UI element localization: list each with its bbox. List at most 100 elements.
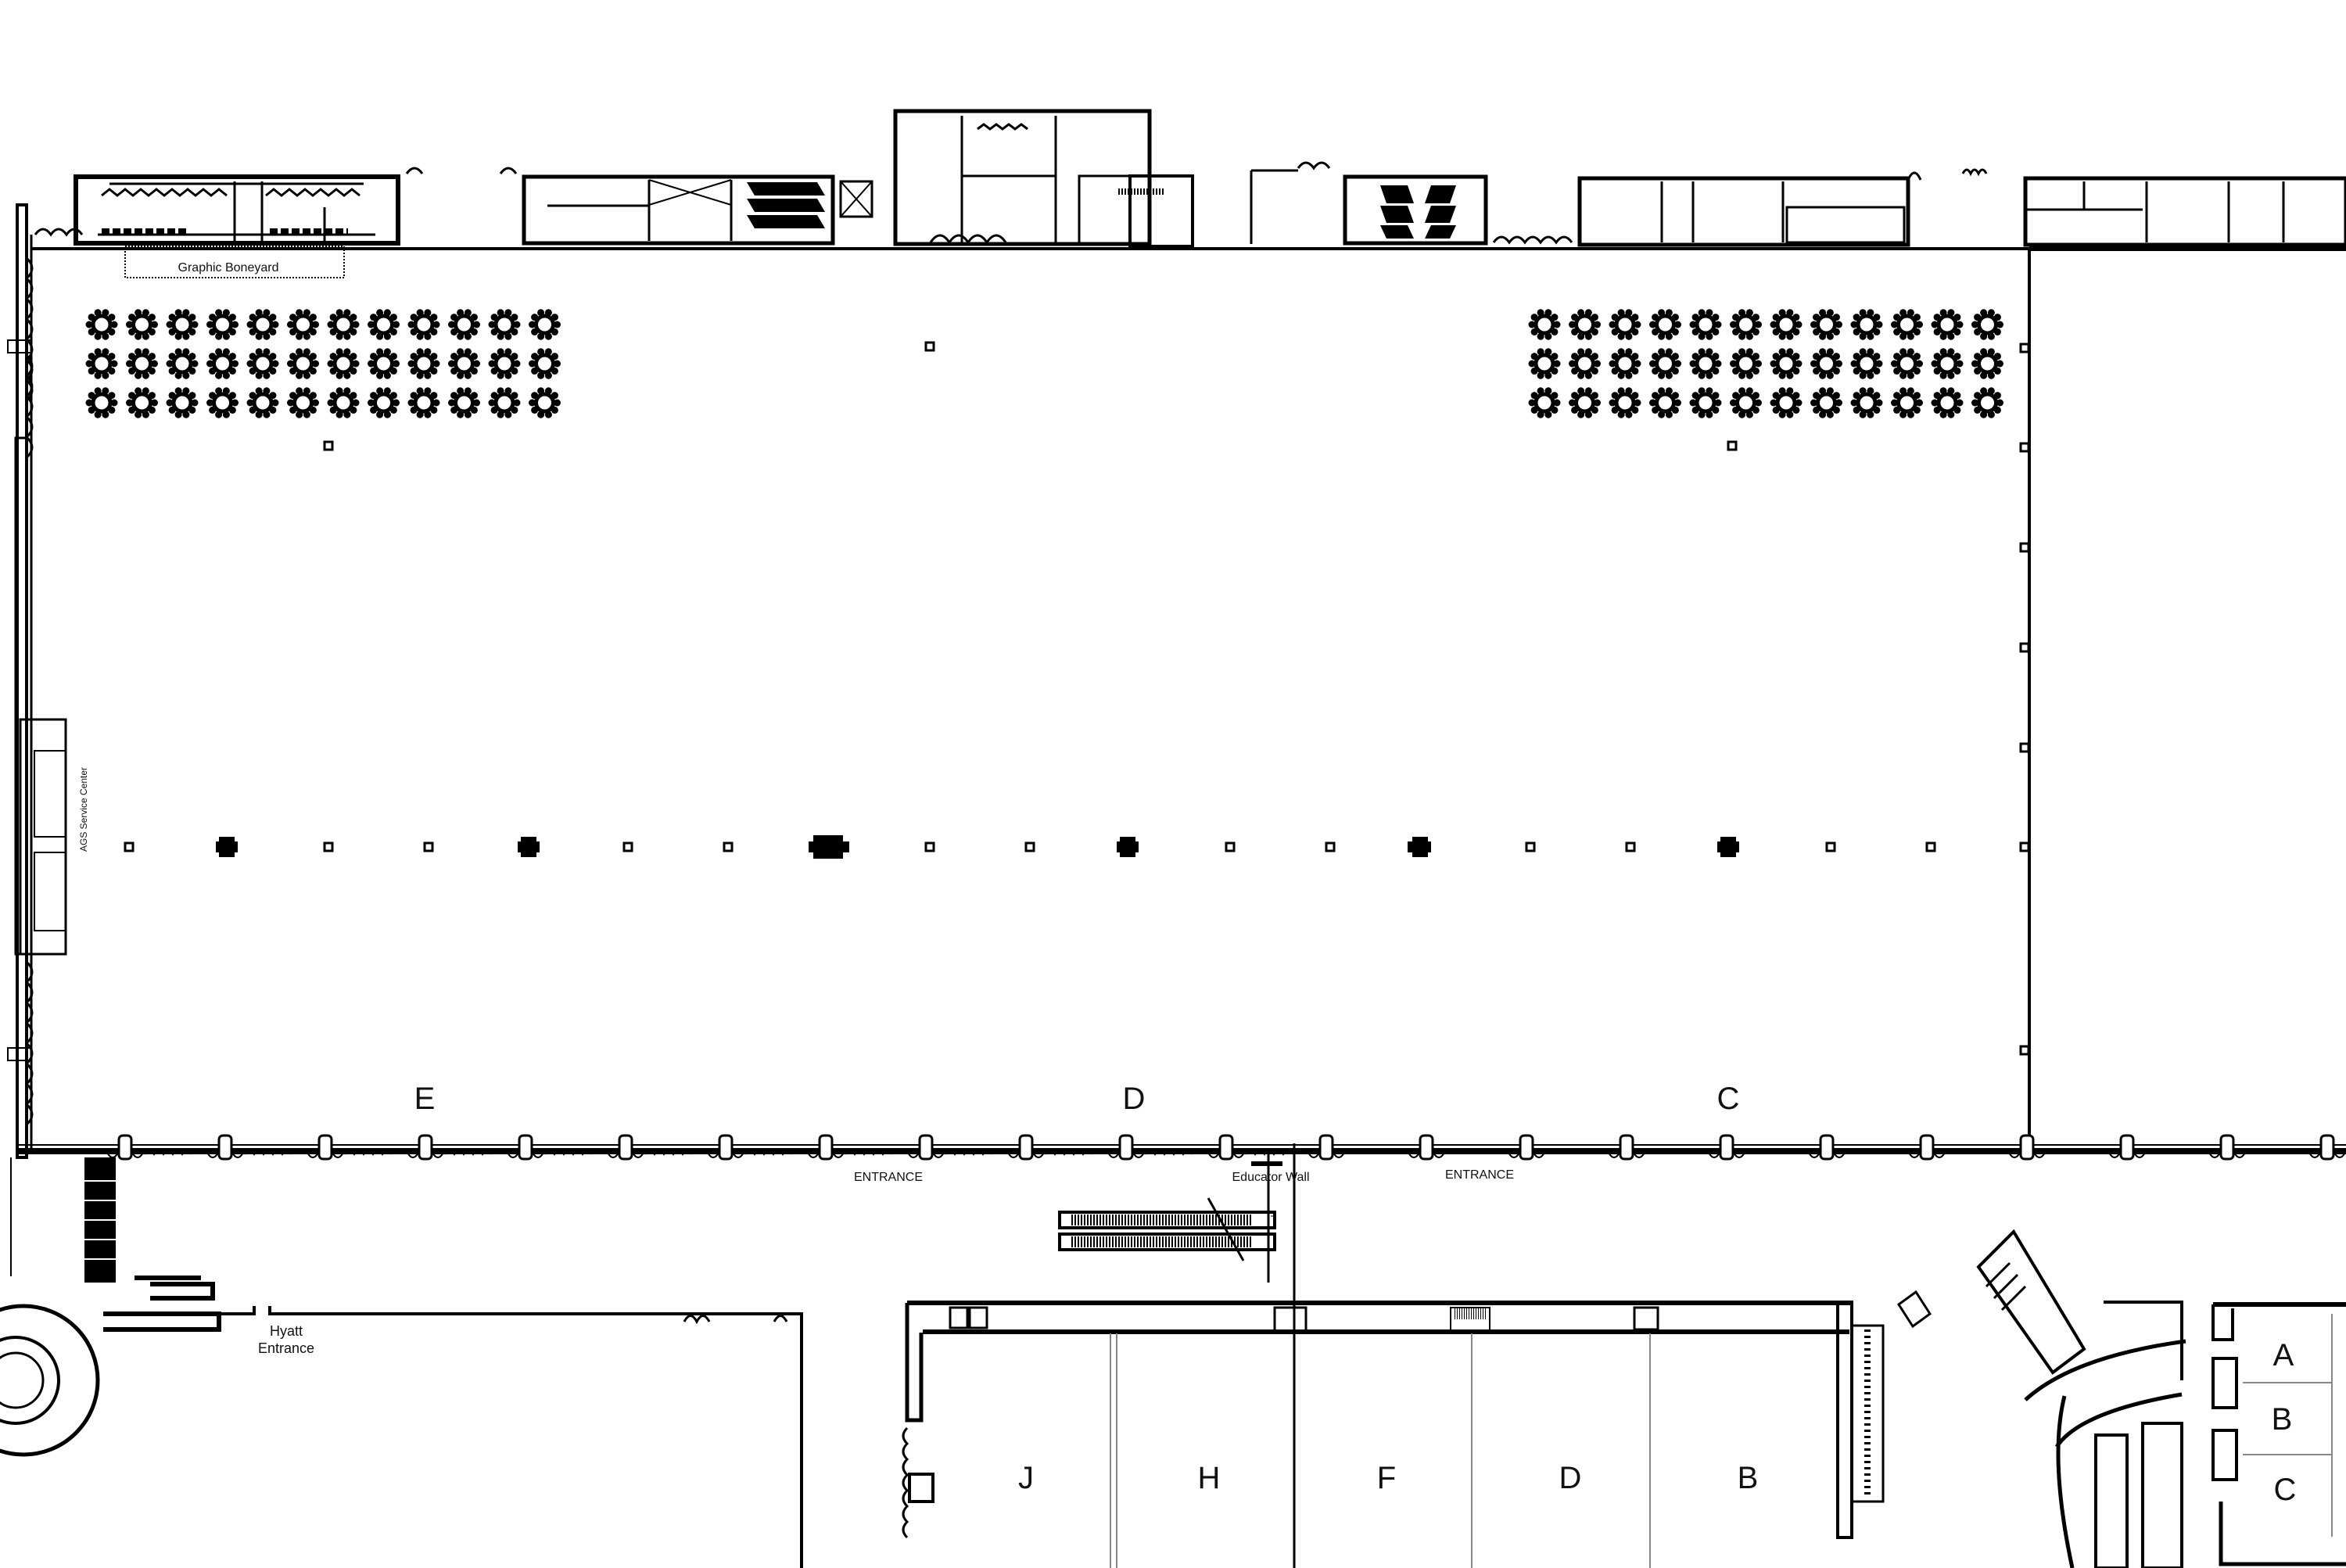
top-left-restrooms — [74, 174, 400, 278]
round-table — [1931, 309, 1964, 340]
round-table — [85, 387, 118, 418]
round-table — [327, 348, 360, 379]
graphic-boneyard-label: Graphic Boneyard — [178, 261, 279, 274]
round-table — [1810, 309, 1842, 340]
round-table — [368, 348, 400, 379]
entrance-left-label: ENTRANCE — [853, 1171, 924, 1184]
entrance-right-label: ENTRANCE — [1444, 1168, 1515, 1182]
round-table — [287, 387, 319, 418]
meeting-room-c-right: C — [2273, 1473, 2297, 1507]
round-table — [407, 348, 440, 379]
round-table — [529, 309, 561, 340]
meeting-room-h: H — [1197, 1461, 1221, 1495]
round-table — [1689, 348, 1722, 379]
round-table — [1609, 387, 1641, 418]
right-lower-wing — [1976, 1229, 2346, 1568]
round-table — [1891, 309, 1923, 340]
round-table — [126, 309, 158, 340]
round-table — [448, 348, 480, 379]
round-tables-left-group — [85, 309, 561, 418]
hall-section-c: C — [1716, 1082, 1740, 1116]
round-table — [1609, 348, 1641, 379]
round-table — [166, 348, 199, 379]
round-table — [448, 309, 480, 340]
round-table — [1850, 309, 1883, 340]
round-table — [1569, 387, 1601, 418]
round-table — [1770, 348, 1803, 379]
round-table — [1971, 348, 2003, 379]
round-table — [246, 309, 279, 340]
hyatt-entrance-label-line2: Entrance — [257, 1340, 315, 1356]
round-table — [1850, 348, 1883, 379]
round-table — [206, 348, 239, 379]
escalators — [1058, 1143, 1296, 1568]
front-wall-pillars — [106, 1134, 2346, 1161]
round-table — [407, 387, 440, 418]
round-table — [1528, 309, 1561, 340]
round-tables-right-group — [1528, 309, 2003, 418]
top-wall-doors — [34, 161, 1988, 245]
round-table — [327, 387, 360, 418]
round-table — [1810, 348, 1842, 379]
round-table — [1649, 309, 1681, 340]
round-table — [246, 348, 279, 379]
round-table — [1770, 309, 1803, 340]
round-table — [206, 309, 239, 340]
round-table — [1931, 348, 1964, 379]
hyatt-entrance-label-line1: Hyatt — [269, 1323, 303, 1339]
round-table — [1891, 387, 1923, 418]
round-table — [287, 309, 319, 340]
round-table — [166, 387, 199, 418]
round-table — [126, 387, 158, 418]
round-table — [1528, 348, 1561, 379]
meeting-rooms-lower — [902, 1290, 1932, 1568]
round-table — [246, 387, 279, 418]
round-table — [287, 348, 319, 379]
round-table — [1649, 387, 1681, 418]
round-table — [488, 387, 521, 418]
round-table — [529, 387, 561, 418]
round-table — [1810, 387, 1842, 418]
meeting-room-b: B — [1737, 1461, 1759, 1495]
round-table — [368, 309, 400, 340]
ags-service-center-label: AGS Service Center — [78, 766, 89, 852]
round-table — [368, 387, 400, 418]
round-table — [1850, 387, 1883, 418]
round-table — [1689, 387, 1722, 418]
round-table — [85, 309, 118, 340]
round-table — [1971, 309, 2003, 340]
round-table — [488, 348, 521, 379]
meeting-room-d: D — [1559, 1461, 1582, 1495]
round-table — [126, 348, 158, 379]
hall-columns — [124, 341, 1936, 859]
top-right-service-rooms — [1250, 169, 2346, 247]
round-table — [448, 387, 480, 418]
hall-section-e: E — [414, 1082, 436, 1116]
round-table — [85, 348, 118, 379]
round-table — [1891, 348, 1923, 379]
hall-section-d: D — [1122, 1082, 1146, 1116]
round-table — [1689, 309, 1722, 340]
round-table — [407, 309, 440, 340]
hyatt-corridor — [0, 1157, 803, 1568]
round-table — [529, 348, 561, 379]
educator-wall-label: Educator Wall — [1232, 1171, 1310, 1184]
meeting-room-b-right: B — [2271, 1402, 2293, 1437]
round-table — [1971, 387, 2003, 418]
main-hall-walls — [16, 203, 2346, 1159]
round-table — [1730, 387, 1762, 418]
round-table — [1528, 387, 1561, 418]
round-table — [1569, 309, 1601, 340]
left-wall-doors — [7, 257, 67, 1126]
round-table — [327, 309, 360, 340]
round-table — [1649, 348, 1681, 379]
meeting-room-f: F — [1376, 1461, 1397, 1495]
top-center-service-rooms — [522, 109, 1194, 248]
round-table — [1770, 387, 1803, 418]
round-table — [1569, 348, 1601, 379]
round-table — [1730, 309, 1762, 340]
round-table — [166, 309, 199, 340]
round-table — [1931, 387, 1964, 418]
round-table — [1730, 348, 1762, 379]
round-table — [488, 309, 521, 340]
